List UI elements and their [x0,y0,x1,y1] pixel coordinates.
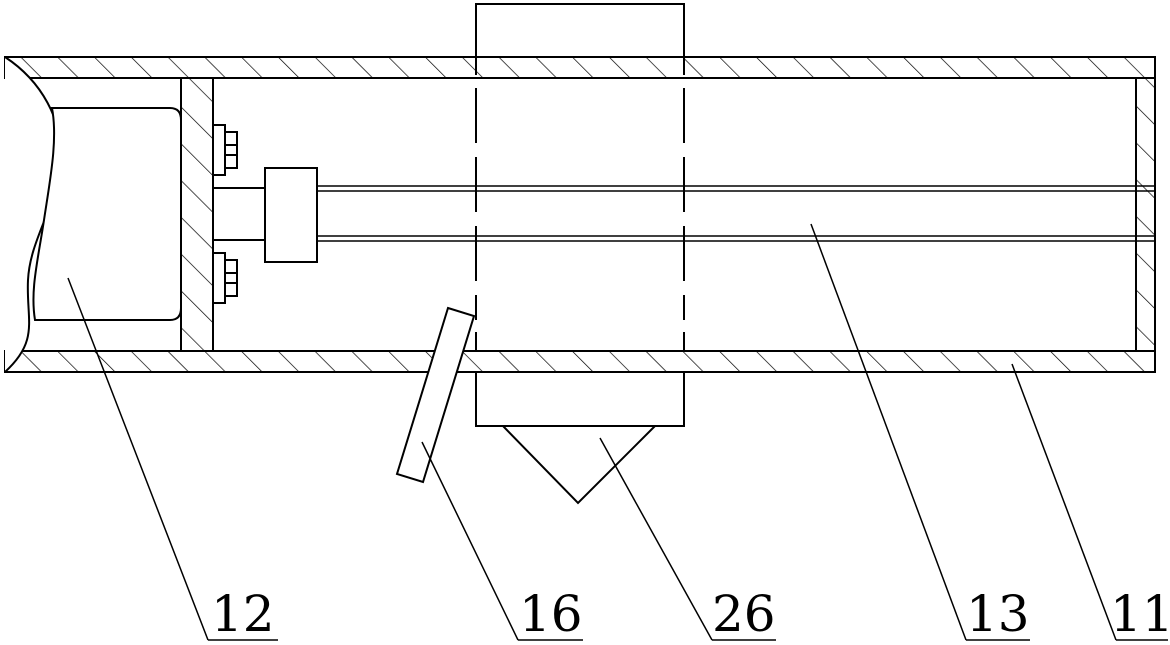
leader-lines [67,223,1168,641]
mount-bolts [212,124,238,304]
guide-rods [317,185,1155,242]
drive-assembly [212,167,318,263]
shaft-coupling [212,187,266,241]
lower-bolt-nut [224,259,238,297]
leader-11 [1011,363,1117,641]
motor-body [32,107,182,321]
label-13: 13 [966,585,1030,643]
leader-16 [421,441,519,641]
label-26: 26 [712,585,776,643]
partition-wall [180,77,214,352]
label-11: 11 [1110,585,1170,643]
leader-12 [67,277,209,641]
inner-chamber [212,77,1137,352]
cutter-base [475,371,685,427]
upper-bolt-head [212,124,226,176]
housing-top-wall [4,56,1156,79]
inclined-plate [395,306,476,484]
housing-right-wall [1135,77,1156,352]
housing-bottom-wall [4,350,1156,373]
leader-13 [810,223,967,641]
leader-26 [599,437,713,641]
v-blade [502,425,656,505]
label-16: 16 [519,585,583,643]
slider-block [264,167,318,263]
cutter-slide [475,3,685,505]
lower-bolt-head [212,252,226,304]
label-12: 12 [211,585,275,643]
upper-bolt-nut [224,131,238,169]
